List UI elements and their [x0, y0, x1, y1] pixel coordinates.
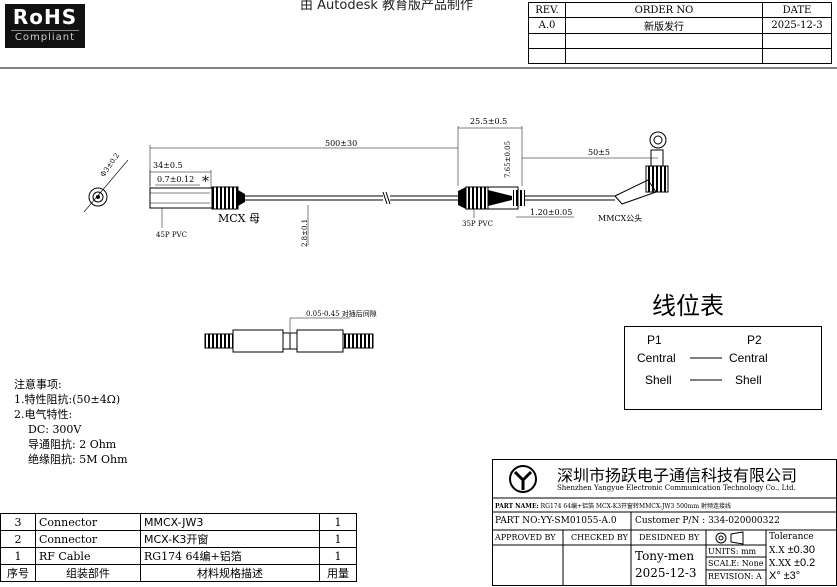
- design-date: 2025-12-3: [635, 566, 697, 580]
- mated-view: [204, 329, 374, 353]
- customer-pn: Customer P/N : 334-020000322: [635, 516, 780, 526]
- label-mcx: MCX 母: [218, 212, 260, 225]
- tolerance-row: X.XX ±0.2: [769, 557, 815, 569]
- bom-index: 2: [0, 530, 36, 548]
- note-line: 注意事项:: [14, 378, 62, 391]
- note-line: 2.电气特性:: [14, 408, 73, 421]
- dim-765: 7.65±0.05: [504, 141, 512, 178]
- bom-part: Connector: [35, 530, 141, 548]
- bom-part: Connector: [35, 513, 141, 531]
- end-view-right: [649, 131, 667, 149]
- company-logo: [509, 465, 537, 493]
- company-name-en: Shenzhen Yangyue Electronic Communicatio…: [557, 484, 796, 492]
- company-name-cn: 深圳市扬跃电子通信科技有限公司: [557, 466, 798, 485]
- central-right: Central: [729, 351, 768, 365]
- dim-500: 500±30: [325, 139, 357, 148]
- central-left: Central: [637, 351, 676, 365]
- revision: REVISION: A: [708, 572, 762, 581]
- units: UNITS: mm: [708, 547, 757, 556]
- dim-28: 2.8±0.1: [301, 219, 309, 247]
- tolerance-row: X° ±3°: [769, 570, 800, 582]
- label-mmcx: MMCX公头: [598, 213, 642, 223]
- mcx-connector: [149, 186, 245, 210]
- shell-right: Shell: [735, 373, 762, 387]
- part-name: PART NAME: RG174 64编+铝箔 MCX-K3开窗转MMCX-JW…: [495, 501, 731, 510]
- bom-header: 组装部件: [35, 564, 141, 582]
- wire-table: P1 P2 Central Central Shell Shell: [624, 326, 822, 410]
- dim-07: 0.7±0.12: [157, 175, 194, 184]
- checked-by: CHECKED BY: [571, 533, 628, 542]
- dim-50: 50±5: [588, 148, 610, 157]
- scale: SCALE: None: [708, 559, 764, 568]
- bom-qty: 1: [319, 547, 357, 565]
- rohs-title: RoHS: [12, 5, 78, 29]
- bom-header: 序号: [0, 564, 36, 582]
- part-no: PART NO:YY-SM01055-A.0: [495, 516, 617, 526]
- label-35p: 35P PVC: [462, 220, 493, 228]
- bom-header-row: 序号 组装部件 材料规格描述 用量: [0, 564, 357, 582]
- revision-table: REV. ORDER NO DATE A.0 新版发行 2025-12-3: [528, 2, 832, 64]
- wire-table-title: 线位表: [652, 292, 724, 320]
- bom-spec: MMCX-JW3: [140, 513, 320, 531]
- label-gap: 0.05-0.45 对插后间隙: [306, 309, 377, 318]
- asterisk-mark: *: [202, 174, 209, 190]
- bom-qty: 1: [319, 513, 357, 531]
- designer-name: Tony-men: [635, 549, 695, 563]
- note-line: 绝缘阻抗: 5M Ohm: [28, 453, 128, 466]
- mmcx-connector: [458, 149, 669, 210]
- tol-value: ±0.2: [793, 557, 816, 569]
- dim-120: 1.20±0.05: [530, 208, 572, 217]
- dim-diameter: Φ3±0.2: [99, 152, 121, 179]
- bom-index: 1: [0, 547, 36, 565]
- note-line: 导通阻抗: 2 Ohm: [28, 438, 117, 451]
- tol-key: X.XX: [769, 559, 792, 569]
- tol-key: X°: [769, 570, 781, 582]
- tol-value: ±3°: [783, 570, 801, 582]
- notes: 注意事项: 1.特性阻抗:(50±4Ω) 2.电气特性: DC: 300V 导通…: [14, 377, 128, 467]
- approved-by: APPROVED BY: [495, 533, 556, 542]
- title-block: 深圳市扬跃电子通信科技有限公司 Shenzhen Yangyue Electro…: [492, 459, 837, 586]
- part-name-value: RG174 64编+铝箔 MCX-K3开窗转MMCX-JW3 500mm 射频连…: [540, 503, 732, 510]
- bom-qty: 1: [319, 530, 357, 548]
- rohs-subtitle: Compliant: [11, 30, 79, 45]
- end-view-left: [83, 159, 129, 213]
- tolerance-label: Tolerance: [769, 532, 814, 542]
- bom-header: 材料规格描述: [140, 564, 320, 582]
- bom-spec: RG174 64编+铝箔: [140, 547, 320, 565]
- tolerance-row: X.X ±0.30: [769, 544, 815, 556]
- dim-255: 25.5±0.5: [470, 117, 507, 126]
- bom-header: 用量: [319, 564, 357, 582]
- bom-row: 2 Connector MCX-K3开窗 1: [0, 530, 357, 548]
- note-line: 1.特性阻抗:(50±4Ω): [14, 393, 121, 406]
- note-line: DC: 300V: [28, 423, 82, 436]
- tol-value: ±0.30: [787, 544, 816, 556]
- dim-34: 34±0.5: [153, 161, 183, 170]
- cable: [245, 191, 458, 205]
- bom-index: 3: [0, 513, 36, 531]
- shell-left: Shell: [645, 373, 672, 387]
- watermark: 由 Autodesk 教育版产品制作: [300, 0, 473, 13]
- p2-label: P2: [747, 333, 762, 347]
- p1-label: P1: [647, 333, 662, 347]
- tol-key: X.X: [769, 546, 785, 556]
- part-name-label: PART NAME:: [495, 503, 539, 510]
- date-cell: [762, 48, 832, 64]
- bom-spec: MCX-K3开窗: [140, 530, 320, 548]
- projection-symbol: [715, 531, 744, 545]
- designed-by: DESIDNED BY: [639, 533, 700, 542]
- label-45p: 45P PVC: [156, 231, 187, 239]
- rohs-logo: RoHS Compliant: [5, 4, 85, 48]
- bom-table: 3 Connector MMCX-JW3 1 2 Connector MCX-K…: [0, 513, 357, 582]
- bom-row: 3 Connector MMCX-JW3 1: [0, 513, 357, 531]
- bom-row: 1 RF Cable RG174 64编+铝箔 1: [0, 547, 357, 565]
- bom-part: RF Cable: [35, 547, 141, 565]
